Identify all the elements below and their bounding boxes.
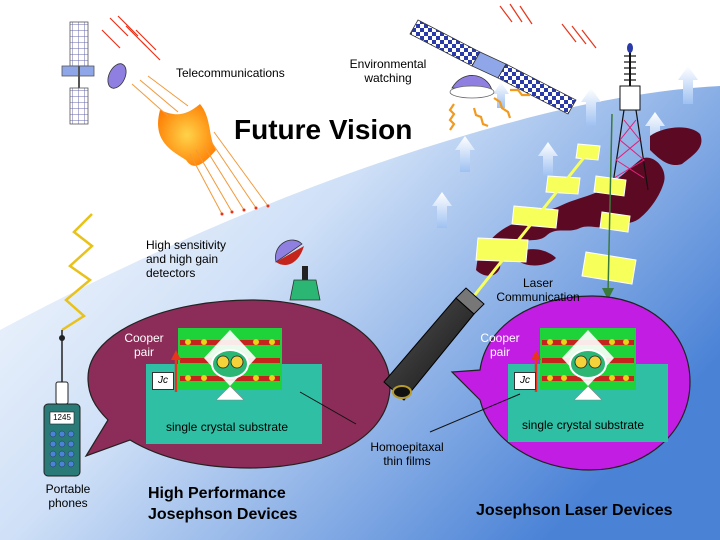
phone-display: 1245 [53, 413, 71, 422]
detector-device [275, 239, 321, 301]
up-arrow-icon [432, 192, 452, 228]
up-arrow-icon [493, 82, 509, 108]
up-arrow-icon [455, 136, 475, 172]
label-telecommunications: Telecommunications [176, 66, 285, 80]
incoming-rays-right [499, 3, 597, 49]
cooper-pair-icon [216, 355, 230, 369]
broadcast-beam [131, 75, 270, 216]
up-arrow-icon [581, 88, 601, 126]
label-line: detectors [146, 266, 196, 280]
label-laser-communication: Laser Communication [478, 276, 598, 304]
label-line: Communication [496, 290, 580, 304]
jc-box-left: Jc [152, 372, 174, 390]
label-line: and high gain [146, 252, 219, 266]
label-detectors: High sensitivity and high gain detectors [146, 238, 226, 280]
incoming-rays-left [101, 15, 161, 61]
up-arrow-icon [538, 142, 558, 176]
laser-line-left [464, 149, 592, 307]
label-environmental-watching: Environmental watching [340, 57, 436, 85]
label-line: Homoepitaxal [370, 440, 444, 454]
cooper-pair-icon [574, 355, 588, 369]
satellite-right [409, 19, 577, 115]
satellite-left [61, 21, 127, 125]
up-arrow-icon [678, 66, 698, 104]
label-line: Cooper [480, 331, 520, 345]
laser-device [383, 287, 485, 401]
josephson-junction-right [429, 328, 668, 442]
label-cooper-pair-left: Cooper pair [118, 331, 170, 359]
label-line: Josephson Devices [148, 506, 298, 523]
label-line: thin films [383, 454, 431, 468]
laser-communication-beam [475, 143, 637, 285]
label-hp-josephson-devices: High Performance Josephson Devices [148, 483, 297, 525]
jc-box-right: Jc [514, 372, 536, 390]
label-josephson-laser-devices: Josephson Laser Devices [476, 502, 673, 519]
label-line: pair [133, 345, 154, 359]
label-line: pair [489, 345, 510, 359]
josephson-junction-left [146, 328, 357, 444]
page-title: Future Vision [234, 114, 413, 145]
label-line: High Performance [148, 485, 286, 502]
relay-tower [611, 43, 649, 191]
label-portable-phones: Portable phones [30, 482, 106, 510]
label-cooper-pair-right: Cooper pair [474, 331, 526, 359]
label-line: Laser [522, 276, 554, 290]
label-line: Portable [45, 482, 91, 496]
label-line: phones [48, 496, 88, 510]
label-line: watching [364, 71, 412, 85]
dish-icon [107, 63, 127, 89]
portable-phone [43, 381, 81, 477]
label-line: Environmental [349, 57, 427, 71]
laser-line-right [602, 113, 614, 300]
label-substrate-left: single crystal substrate [166, 420, 289, 434]
observation-signals [448, 88, 530, 131]
label-substrate-right: single crystal substrate [522, 418, 645, 432]
dish-icon [275, 239, 303, 263]
label-line: High sensitivity [146, 238, 227, 252]
wireless-signal-icon [61, 213, 94, 332]
label-line: Cooper [124, 331, 164, 345]
label-homoepitaxial: Homoepitaxal thin films [352, 440, 462, 468]
